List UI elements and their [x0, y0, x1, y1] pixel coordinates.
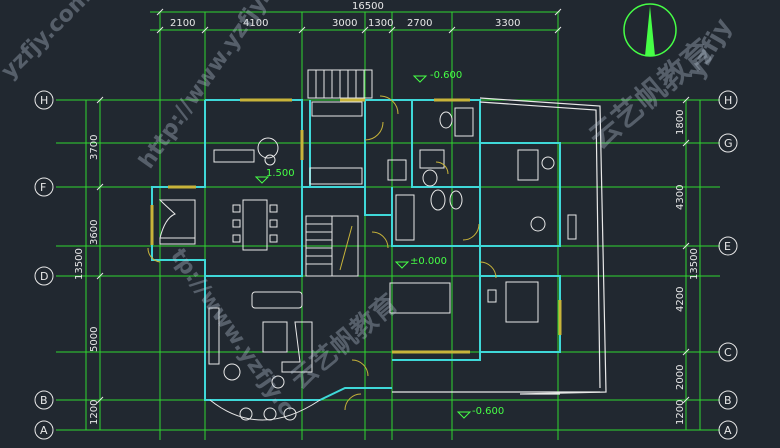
axis-bubbles-right: H G E C B A: [718, 90, 738, 440]
right-total-dim: 13500: [689, 248, 700, 280]
left-dim-4: 1200: [89, 400, 100, 425]
watermark: tp://www.yzfjy.c: [165, 244, 299, 420]
terrace-railing: [392, 97, 607, 395]
stairs: [305, 69, 373, 277]
top-dim-1: 2100: [170, 18, 195, 29]
top-dim-6: 3300: [495, 18, 520, 29]
left-dim-3: 5000: [89, 327, 100, 352]
level-label: 1.500: [266, 168, 295, 179]
living-room-sofa: [208, 291, 321, 421]
piano-icon: [158, 199, 196, 245]
right-dim-3: 4200: [675, 287, 686, 312]
doors: [147, 95, 497, 411]
right-dim-2: 4300: [675, 185, 686, 210]
axis-label: A: [40, 424, 48, 437]
left-dim-1: 3700: [89, 135, 100, 160]
watermark: 云艺帆教育: [285, 288, 405, 395]
right-dim-5: 1200: [675, 400, 686, 425]
bedroom-furniture: [389, 149, 577, 323]
dimension-ticks: [96, 8, 690, 404]
axis-label: B: [40, 394, 48, 407]
axis-label: G: [724, 137, 733, 150]
overall-dimension: 16500: [352, 1, 384, 12]
right-dim-4: 2000: [675, 365, 686, 390]
axis-grid: [56, 11, 720, 440]
axis-label: H: [40, 94, 48, 107]
axis-label: H: [724, 94, 732, 107]
left-total-dim: 13500: [74, 248, 85, 280]
north-arrow-icon: [623, 3, 677, 57]
top-dim-2: 4100: [243, 18, 268, 29]
watermark: yzfjy.com: [0, 0, 96, 84]
bathroom-fixtures: [387, 107, 474, 241]
axis-label: C: [724, 346, 732, 359]
level-label: ±0.000: [410, 256, 447, 267]
kitchen-counter: [213, 101, 363, 185]
walls: [151, 99, 561, 401]
right-dim-1: 1800: [675, 110, 686, 135]
dining-table: [232, 199, 278, 251]
axis-label: D: [40, 270, 48, 283]
windows: [150, 98, 562, 354]
axis-bubbles-left: H F D B A: [34, 90, 54, 440]
axis-label: F: [40, 181, 46, 194]
axis-label: E: [724, 240, 731, 253]
level-label: -0.600: [472, 406, 504, 417]
axis-label: B: [724, 394, 732, 407]
top-dim-5: 2700: [407, 18, 432, 29]
top-dim-4: 1300: [368, 18, 393, 29]
watermarks: http://www.yzfjy.com 云艺帆教育 yzfjy.com tp:…: [0, 0, 737, 420]
left-dim-2: 3600: [89, 220, 100, 245]
level-label: -0.600: [430, 70, 462, 81]
axis-label: A: [724, 424, 732, 437]
top-dim-3: 3000: [332, 18, 357, 29]
level-markers: -0.600 1.500 ±0.000 -0.600: [254, 70, 504, 419]
